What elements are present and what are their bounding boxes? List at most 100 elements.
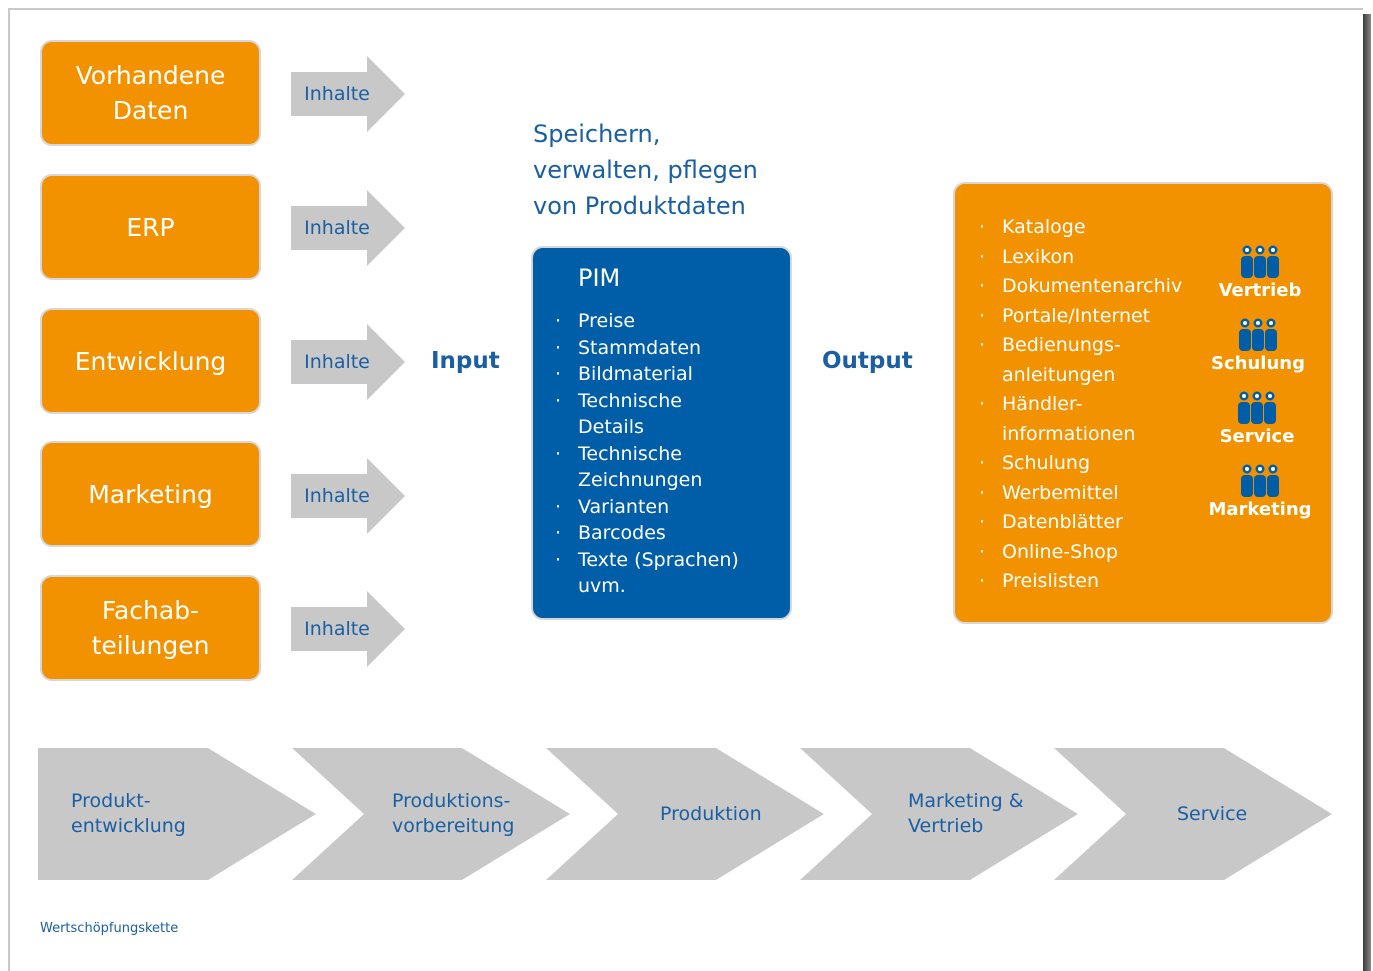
- chain-step-label: Service: [1177, 802, 1248, 825]
- list-item-label: Bildmaterial: [578, 363, 693, 385]
- arrow-label: Inhalte: [304, 217, 370, 239]
- role-vertrieb: Vertrieb: [1200, 244, 1320, 301]
- list-item: · Varianten: [555, 494, 785, 521]
- list-item: · Kataloge: [979, 213, 1209, 243]
- bullet-icon: ·: [555, 389, 562, 412]
- chain-step-label: Produktions- vorbereitung: [392, 790, 515, 837]
- list-item-label: Stammdaten: [578, 336, 702, 359]
- list-item: · Technische Zeichnungen: [555, 441, 785, 494]
- chevron-shape: [38, 748, 316, 880]
- list-item: · Technische Details: [555, 388, 785, 441]
- pim-heading: Speichern, verwalten, pflegen von Produk…: [533, 120, 758, 220]
- role-label: Marketing: [1208, 499, 1312, 520]
- list-item-label: Technische Zeichnungen: [578, 442, 703, 492]
- content-arrow: Inhalte: [291, 190, 405, 266]
- output-label: Output: [822, 348, 913, 374]
- list-item: · Lexikon: [979, 243, 1209, 273]
- list-item-label: Varianten: [578, 495, 670, 518]
- bullet-icon: ·: [979, 304, 986, 327]
- list-item: ·Online-Shop: [979, 538, 1209, 568]
- bullet-icon: ·: [979, 570, 986, 592]
- arrow-label: Inhalte: [304, 83, 370, 105]
- content-arrow: Inhalte: [291, 56, 405, 132]
- list-item: · Barcodes: [555, 520, 785, 547]
- pim-box: PIM ·Preise ·Stammdaten ·Bildmaterial ·T…: [531, 246, 792, 620]
- chain-step-2: Produktions- vorbereitung: [292, 748, 572, 880]
- list-item-label: Bedienungs- anleitungen: [1002, 334, 1121, 386]
- page-frame: [8, 8, 1363, 971]
- figure-caption: Wertschöpfungskette: [40, 921, 179, 936]
- chain-step-label: Produkt- entwicklung: [71, 790, 186, 837]
- arrow-shape: [291, 324, 405, 400]
- source-box-marketing: Marketing: [40, 441, 261, 547]
- list-item-label: Portale/Internet: [1002, 304, 1151, 327]
- bullet-icon: ·: [555, 310, 562, 332]
- arrow-shape: [291, 458, 405, 534]
- arrow-label: Inhalte: [304, 351, 370, 373]
- list-item-label: Online-Shop: [1002, 540, 1118, 563]
- list-item: · Bildmaterial: [555, 361, 785, 388]
- output-list: · Kataloge · Lexikon · Dokumentenarchiv · Po…: [979, 213, 1209, 597]
- role-service: Service: [1197, 390, 1317, 447]
- bullet-icon: ·: [979, 334, 986, 356]
- role-schulung: Schulung: [1198, 317, 1318, 374]
- bullet-icon: ·: [979, 452, 986, 474]
- role-marketing: Marketing: [1200, 463, 1320, 520]
- list-item-label: Kataloge: [1002, 216, 1086, 238]
- page-shadow: [1363, 14, 1371, 971]
- chain-step-label: Marketing & Vertrieb: [908, 790, 1024, 837]
- bullet-icon: ·: [979, 275, 986, 297]
- source-box-fachabteilungen: Fachab- teilungen: [40, 575, 261, 681]
- bullet-icon: ·: [555, 442, 562, 465]
- chain-step-3: Produktion: [546, 748, 826, 880]
- bullet-icon: ·: [555, 336, 562, 359]
- bullet-icon: ·: [979, 245, 986, 268]
- arrow-shape: [291, 190, 405, 266]
- list-item-label: Barcodes: [578, 522, 666, 544]
- list-item-label: Dokumentenarchiv: [1002, 275, 1183, 297]
- list-item-label: Lexikon: [1002, 245, 1075, 268]
- bullet-icon: ·: [979, 481, 986, 504]
- content-arrow: Inhalte: [291, 324, 405, 400]
- output-box: · Kataloge · Lexikon · Dokumentenarchiv · Po…: [953, 182, 1333, 624]
- list-item-label: Händler- informationen: [1002, 393, 1136, 445]
- pim-title: PIM: [578, 264, 621, 292]
- list-item: ·Händler- informationen: [979, 390, 1209, 449]
- chevron-shape: [546, 748, 824, 880]
- people-icon: [1239, 318, 1277, 351]
- chain-step-label: Produktion: [660, 802, 762, 825]
- bullet-icon: ·: [979, 216, 986, 238]
- arrow-shape: [291, 56, 405, 132]
- list-item: ·Texte (Sprachen) uvm.: [555, 547, 785, 600]
- bullet-icon: ·: [555, 495, 562, 518]
- bullet-icon: ·: [555, 522, 562, 544]
- bullet-icon: ·: [979, 511, 986, 533]
- chevron-shape: [292, 748, 570, 880]
- list-item-label: Preislisten: [1002, 570, 1100, 592]
- list-item: · Portale/Internet: [979, 302, 1209, 332]
- list-item: ·Schulung: [979, 449, 1209, 479]
- bullet-icon: ·: [555, 548, 562, 571]
- role-label: Service: [1219, 426, 1295, 447]
- chain-step-5: Service: [1054, 748, 1334, 880]
- list-item: ·Preise: [555, 308, 785, 335]
- content-arrow: Inhalte: [291, 591, 405, 667]
- arrow-label: Inhalte: [304, 618, 370, 640]
- chain-step-4: Marketing & Vertrieb: [800, 748, 1080, 880]
- list-item: ·Datenblätter: [979, 508, 1209, 538]
- chevron-shape: [1054, 748, 1332, 880]
- list-item: · Werbemittel: [979, 479, 1209, 509]
- content-arrow: Inhalte: [291, 458, 405, 534]
- source-box-vorhandene-daten: Vorhandene Daten: [40, 40, 261, 146]
- list-item: · Preislisten: [979, 567, 1209, 597]
- chevron-shape: [800, 748, 1078, 880]
- pim-list: ·Preise · Stammdaten · Bildmaterial · Techn…: [555, 308, 785, 600]
- people-icon: [1241, 464, 1279, 497]
- bullet-icon: ·: [555, 363, 562, 385]
- list-item-label: Werbemittel: [1002, 481, 1119, 504]
- source-box-erp: ERP: [40, 174, 261, 280]
- list-item: · Stammdaten: [555, 335, 785, 362]
- arrow-label: Inhalte: [304, 485, 370, 507]
- list-item-label: Technische Details: [578, 389, 682, 439]
- role-label: Vertrieb: [1218, 280, 1302, 301]
